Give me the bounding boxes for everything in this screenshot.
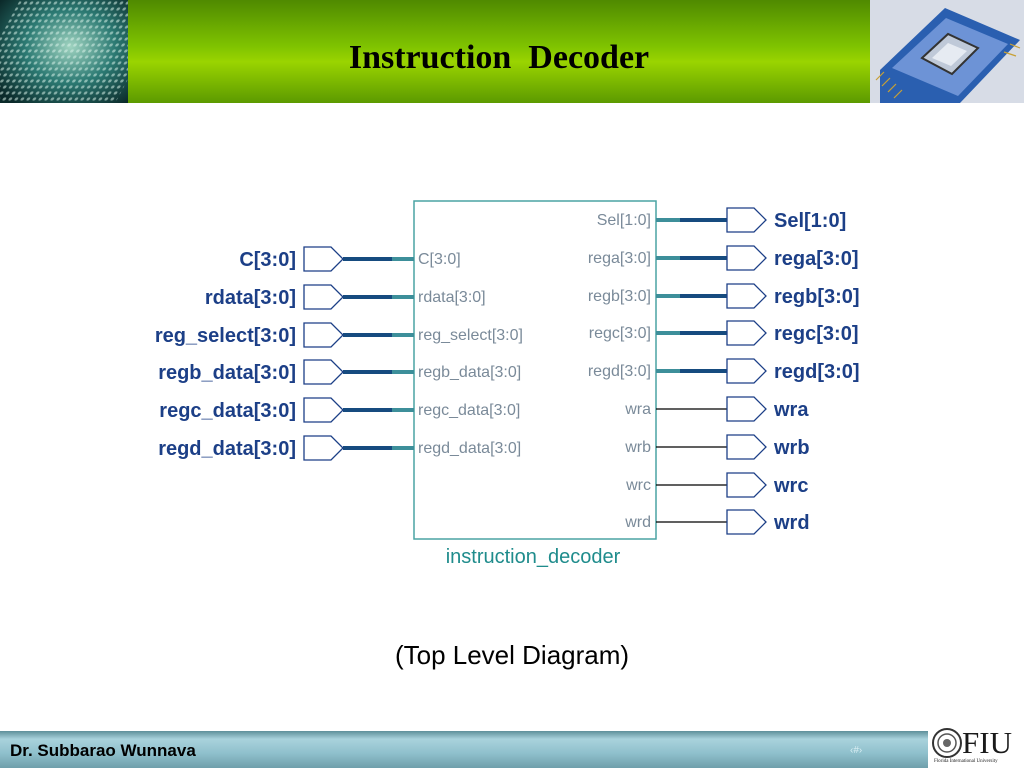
author-name: Dr. Subbarao Wunnava xyxy=(10,741,196,760)
output-pin-label: rega[3:0] xyxy=(588,250,651,267)
input-pin-label: regb_data[3:0] xyxy=(418,364,521,381)
input-port-symbol xyxy=(303,435,344,461)
input-port-symbol xyxy=(303,397,344,423)
logo-subtitle: Florida International University xyxy=(934,759,998,764)
slide-title: Instruction Decoder xyxy=(348,39,650,76)
decoder-block xyxy=(413,200,657,540)
input-pin-label: reg_select[3:0] xyxy=(418,327,523,344)
output-port-symbol xyxy=(726,207,767,233)
output-port-symbol xyxy=(726,396,767,422)
output-port-symbol xyxy=(726,509,767,535)
block-name-label: instruction_decoder xyxy=(446,546,621,568)
output-pin-label: wrc xyxy=(625,477,651,494)
input-port-symbol xyxy=(303,246,344,272)
output-pin-label: regc[3:0] xyxy=(589,325,651,342)
output-port-label: Sel[1:0] xyxy=(774,210,846,232)
output-port-symbol xyxy=(726,358,767,384)
output-port-label: wrd xyxy=(773,512,810,534)
output-pin-label: wrd xyxy=(624,514,651,531)
input-port-symbol xyxy=(303,359,344,385)
logo-text: FIU xyxy=(962,725,1012,760)
output-port-symbol xyxy=(726,245,767,271)
output-pin-label: regb[3:0] xyxy=(588,288,651,305)
slide-header: Instruction Decoder xyxy=(0,0,1024,103)
seal-icon xyxy=(932,728,962,758)
diagram-caption: (Top Level Diagram) xyxy=(394,640,630,670)
input-port-label: regd_data[3:0] xyxy=(158,438,296,460)
input-port-label: regb_data[3:0] xyxy=(158,362,296,384)
output-port-label: regd[3:0] xyxy=(774,361,860,383)
input-port-label: C[3:0] xyxy=(239,249,296,271)
output-port-label: wra xyxy=(773,399,809,421)
output-port-label: regc[3:0] xyxy=(774,323,858,345)
output-port-label: regb[3:0] xyxy=(774,286,860,308)
page-number: ‹#› xyxy=(850,745,863,756)
output-port-label: wrb xyxy=(773,437,810,459)
input-port-symbol xyxy=(303,284,344,310)
output-port-symbol xyxy=(726,434,767,460)
fiu-logo: FIU Florida International University xyxy=(928,724,1024,768)
chip-grid-image xyxy=(0,0,128,103)
block-diagram: instruction_decoder C[3:0] C[3:0] rdata[3:0… xyxy=(155,200,860,568)
input-port-label: rdata[3:0] xyxy=(205,287,296,309)
input-port-label: reg_select[3:0] xyxy=(155,325,296,347)
input-pin-label: regd_data[3:0] xyxy=(418,440,521,457)
output-port-symbol xyxy=(726,472,767,498)
input-pin-label: regc_data[3:0] xyxy=(418,402,520,419)
output-port-symbol xyxy=(726,283,767,309)
input-pin-label: C[3:0] xyxy=(418,251,461,268)
input-pin-label: rdata[3:0] xyxy=(418,289,486,306)
output-pin-label: Sel[1:0] xyxy=(597,212,651,229)
output-port-label: rega[3:0] xyxy=(774,248,858,270)
cpu-chip-image xyxy=(870,0,1024,103)
output-pin-label: wrb xyxy=(624,439,651,456)
output-port-label: wrc xyxy=(773,475,808,497)
output-port-symbol xyxy=(726,320,767,346)
output-pin-label: wra xyxy=(624,401,651,418)
output-pin-label: regd[3:0] xyxy=(588,363,651,380)
input-port-symbol xyxy=(303,322,344,348)
input-port-label: regc_data[3:0] xyxy=(159,400,296,422)
slide-footer: Dr. Subbarao Wunnava ‹#› xyxy=(0,731,928,768)
